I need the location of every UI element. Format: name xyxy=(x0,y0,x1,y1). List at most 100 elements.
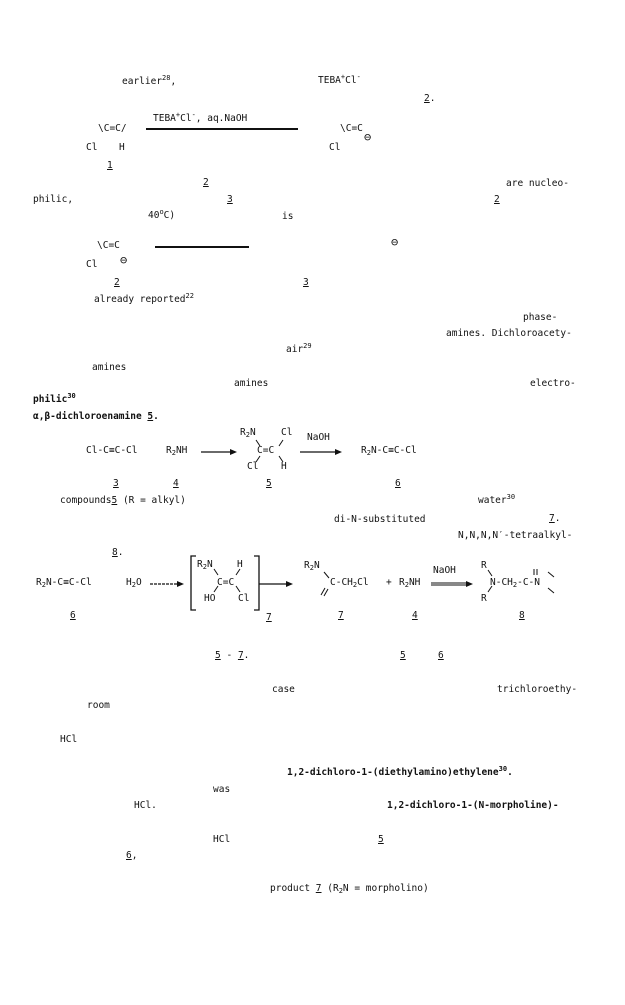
s3-r2n: R2N xyxy=(240,427,256,439)
word-earlier: earlier xyxy=(122,76,163,87)
text-case: case xyxy=(272,684,295,695)
text-philic-2: philic30 xyxy=(33,392,76,405)
morpholino: N = morpholino) xyxy=(342,883,429,894)
nh: NH xyxy=(408,577,421,588)
r: R xyxy=(399,577,405,588)
s4-reactant: R2N-C≡C-Cl xyxy=(36,577,92,589)
s2-left-cl: Cl xyxy=(86,259,98,270)
s1-right-top: \C=C xyxy=(340,123,363,134)
sub-2: 2 xyxy=(309,564,314,572)
reagent-tail: , aq.NaOH xyxy=(195,113,248,124)
s1-reaction-arrow xyxy=(146,128,298,130)
s4-br-ho: HO xyxy=(204,593,216,604)
s4-prod-r2: R xyxy=(481,593,487,604)
dash: - xyxy=(226,650,233,661)
s3-h-bot: H xyxy=(281,461,287,472)
period: . xyxy=(153,411,159,422)
s3-cl-bot: Cl xyxy=(247,461,259,472)
s3-cc: C=C xyxy=(257,445,275,456)
s3-cl-top: Cl xyxy=(281,427,293,438)
s1-left-h: H xyxy=(119,142,125,153)
s4-compound-6: 6 xyxy=(70,610,76,621)
s3-product: R2N-C≡C-Cl xyxy=(361,445,417,457)
compound-2: 2 xyxy=(424,93,430,104)
s2-compound-2: 2 xyxy=(114,277,120,288)
text-tetraalkyl: N,N,N,N′-tetraalkyl- xyxy=(458,530,573,541)
text-electro: electro- xyxy=(530,378,576,389)
text-trichloro: trichloroethy- xyxy=(497,684,578,695)
s3-arrow-2 xyxy=(300,449,342,455)
text-teba: TEBA+Cl- xyxy=(318,73,361,86)
s4-water: H2O xyxy=(126,578,142,589)
ref-22: 22 xyxy=(185,292,194,300)
compound-5: 5 xyxy=(215,650,221,661)
text-enamine: α,β-dichloroenamine 5. xyxy=(33,412,159,422)
s4-mid-bonds xyxy=(320,571,330,597)
r: R xyxy=(36,577,42,588)
philic: philic xyxy=(33,394,68,405)
s1-left-top: \C=C/ xyxy=(98,123,127,134)
compound-5: 5 xyxy=(147,411,154,422)
r: R xyxy=(240,427,246,438)
text-hcl-1: HCl xyxy=(60,734,78,745)
text-dichloro-morph: 1,2-dichloro-1-(N-morpholine)- xyxy=(387,800,559,811)
compound-8: 8 xyxy=(112,547,118,558)
s2-compound-3: 3 xyxy=(303,277,309,288)
s1-right-minus: ⊖ xyxy=(364,130,372,144)
r: R xyxy=(361,445,367,456)
compound-7: 7 xyxy=(237,650,244,661)
period: . xyxy=(429,93,436,104)
text-range: 5 - 7. xyxy=(215,651,249,661)
text-num6c: 6, xyxy=(126,851,137,861)
temp-deg: o xyxy=(159,208,164,216)
r: R xyxy=(166,445,172,456)
already: already reported xyxy=(94,294,186,305)
text-phase: phase- xyxy=(523,312,558,323)
sub-2: 2 xyxy=(41,581,46,589)
sub-2: 2 xyxy=(512,581,518,589)
text-is: is xyxy=(282,211,294,222)
s4-prod-bonds xyxy=(487,569,555,594)
n-ch: N-CH xyxy=(490,577,513,588)
s4-prod-r1: R xyxy=(481,560,487,571)
s1-compound-1: 1 xyxy=(107,160,113,171)
text-num5b: 5 xyxy=(400,650,406,661)
text-amines-dichloro: amines. Dichloroacety- xyxy=(446,328,572,339)
reagent-teba: TEBA xyxy=(153,113,176,124)
n: N xyxy=(249,427,256,438)
s4-arrow-3 xyxy=(431,581,473,587)
s2-left-minus: ⊖ xyxy=(120,253,128,267)
s4-compound-4: 4 xyxy=(412,610,418,621)
teba-minus: - xyxy=(356,73,361,81)
s1-reagent: TEBA+Cl-, aq.NaOH xyxy=(153,111,248,124)
s2-reaction-arrow xyxy=(155,246,249,248)
ref-28: 28 xyxy=(162,74,171,82)
water: water xyxy=(478,495,507,506)
ref-30: 30 xyxy=(67,392,76,400)
sub-2: 2 xyxy=(171,449,176,457)
text-are-nucleo: are nucleo- xyxy=(506,178,569,189)
text-philic: philic, xyxy=(33,194,74,205)
text-air: air29 xyxy=(286,343,312,355)
text-product: product 7 (R2N = morpholino) xyxy=(270,883,429,895)
c-n: -C-N xyxy=(517,577,540,588)
sub-2: 2 xyxy=(338,887,343,895)
s4-naoh: NaOH xyxy=(433,565,456,576)
s4-amine: R2NH xyxy=(399,577,421,589)
s3-bonds xyxy=(255,439,284,463)
s4-arrow-2 xyxy=(259,581,293,587)
comma: , xyxy=(170,76,177,87)
period: . xyxy=(554,513,561,524)
ref-30: 30 xyxy=(506,493,516,501)
s3-compound-3: 3 xyxy=(113,478,119,489)
s4-compound-8: 8 xyxy=(519,610,525,621)
text-was: was xyxy=(213,784,231,795)
compound-6: 6 xyxy=(126,850,132,861)
nh: NH xyxy=(175,445,188,456)
text-room: room xyxy=(87,700,110,711)
teba-plus: + xyxy=(340,73,346,81)
reagent-minus: - xyxy=(191,111,196,119)
text-water: water30 xyxy=(478,493,516,506)
text-num7: 7. xyxy=(549,514,560,524)
comma: , xyxy=(131,850,138,861)
